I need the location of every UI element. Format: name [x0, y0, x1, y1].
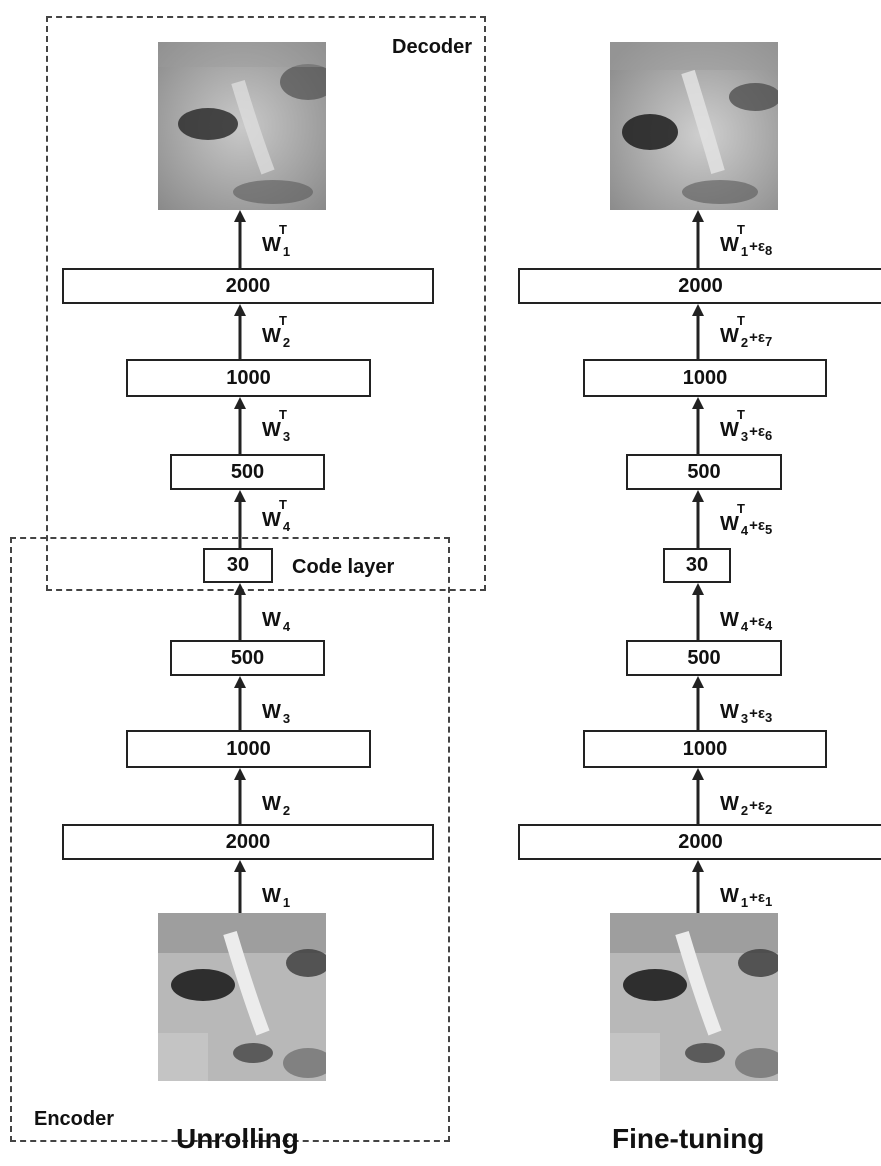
left-layer-2000-bottom: 2000 — [62, 824, 434, 860]
left-layer-1000-bottom: 1000 — [126, 730, 371, 768]
right-layer-2000-bottom: 2000 — [518, 824, 881, 860]
encoder-label: Encoder — [34, 1108, 115, 1130]
left-reconstruction-image — [158, 42, 326, 210]
right-layer-2000-top: 2000 — [518, 268, 881, 304]
unrolling-title: Unrolling — [176, 1123, 299, 1154]
right-layer-500-bottom: 500 — [626, 640, 782, 676]
right-input-image — [610, 913, 778, 1081]
left-layer-500-top: 500 — [170, 454, 325, 490]
right-layer-500-top: 500 — [626, 454, 782, 490]
left-layer-1000-top: 1000 — [126, 359, 371, 397]
left-layer-2000-top: 2000 — [62, 268, 434, 304]
left-input-image — [158, 913, 326, 1081]
right-code-layer: 30 — [663, 548, 731, 583]
decoder-label: Decoder — [392, 36, 473, 58]
left-layer-500-bottom: 500 — [170, 640, 325, 676]
fine-tuning-title: Fine-tuning — [612, 1123, 765, 1154]
code-layer-label: Code layer — [292, 556, 395, 578]
left-code-layer: 30 — [203, 548, 273, 583]
right-reconstruction-image — [610, 42, 778, 210]
right-layer-1000-top: 1000 — [583, 359, 827, 397]
right-layer-1000-bottom: 1000 — [583, 730, 827, 768]
